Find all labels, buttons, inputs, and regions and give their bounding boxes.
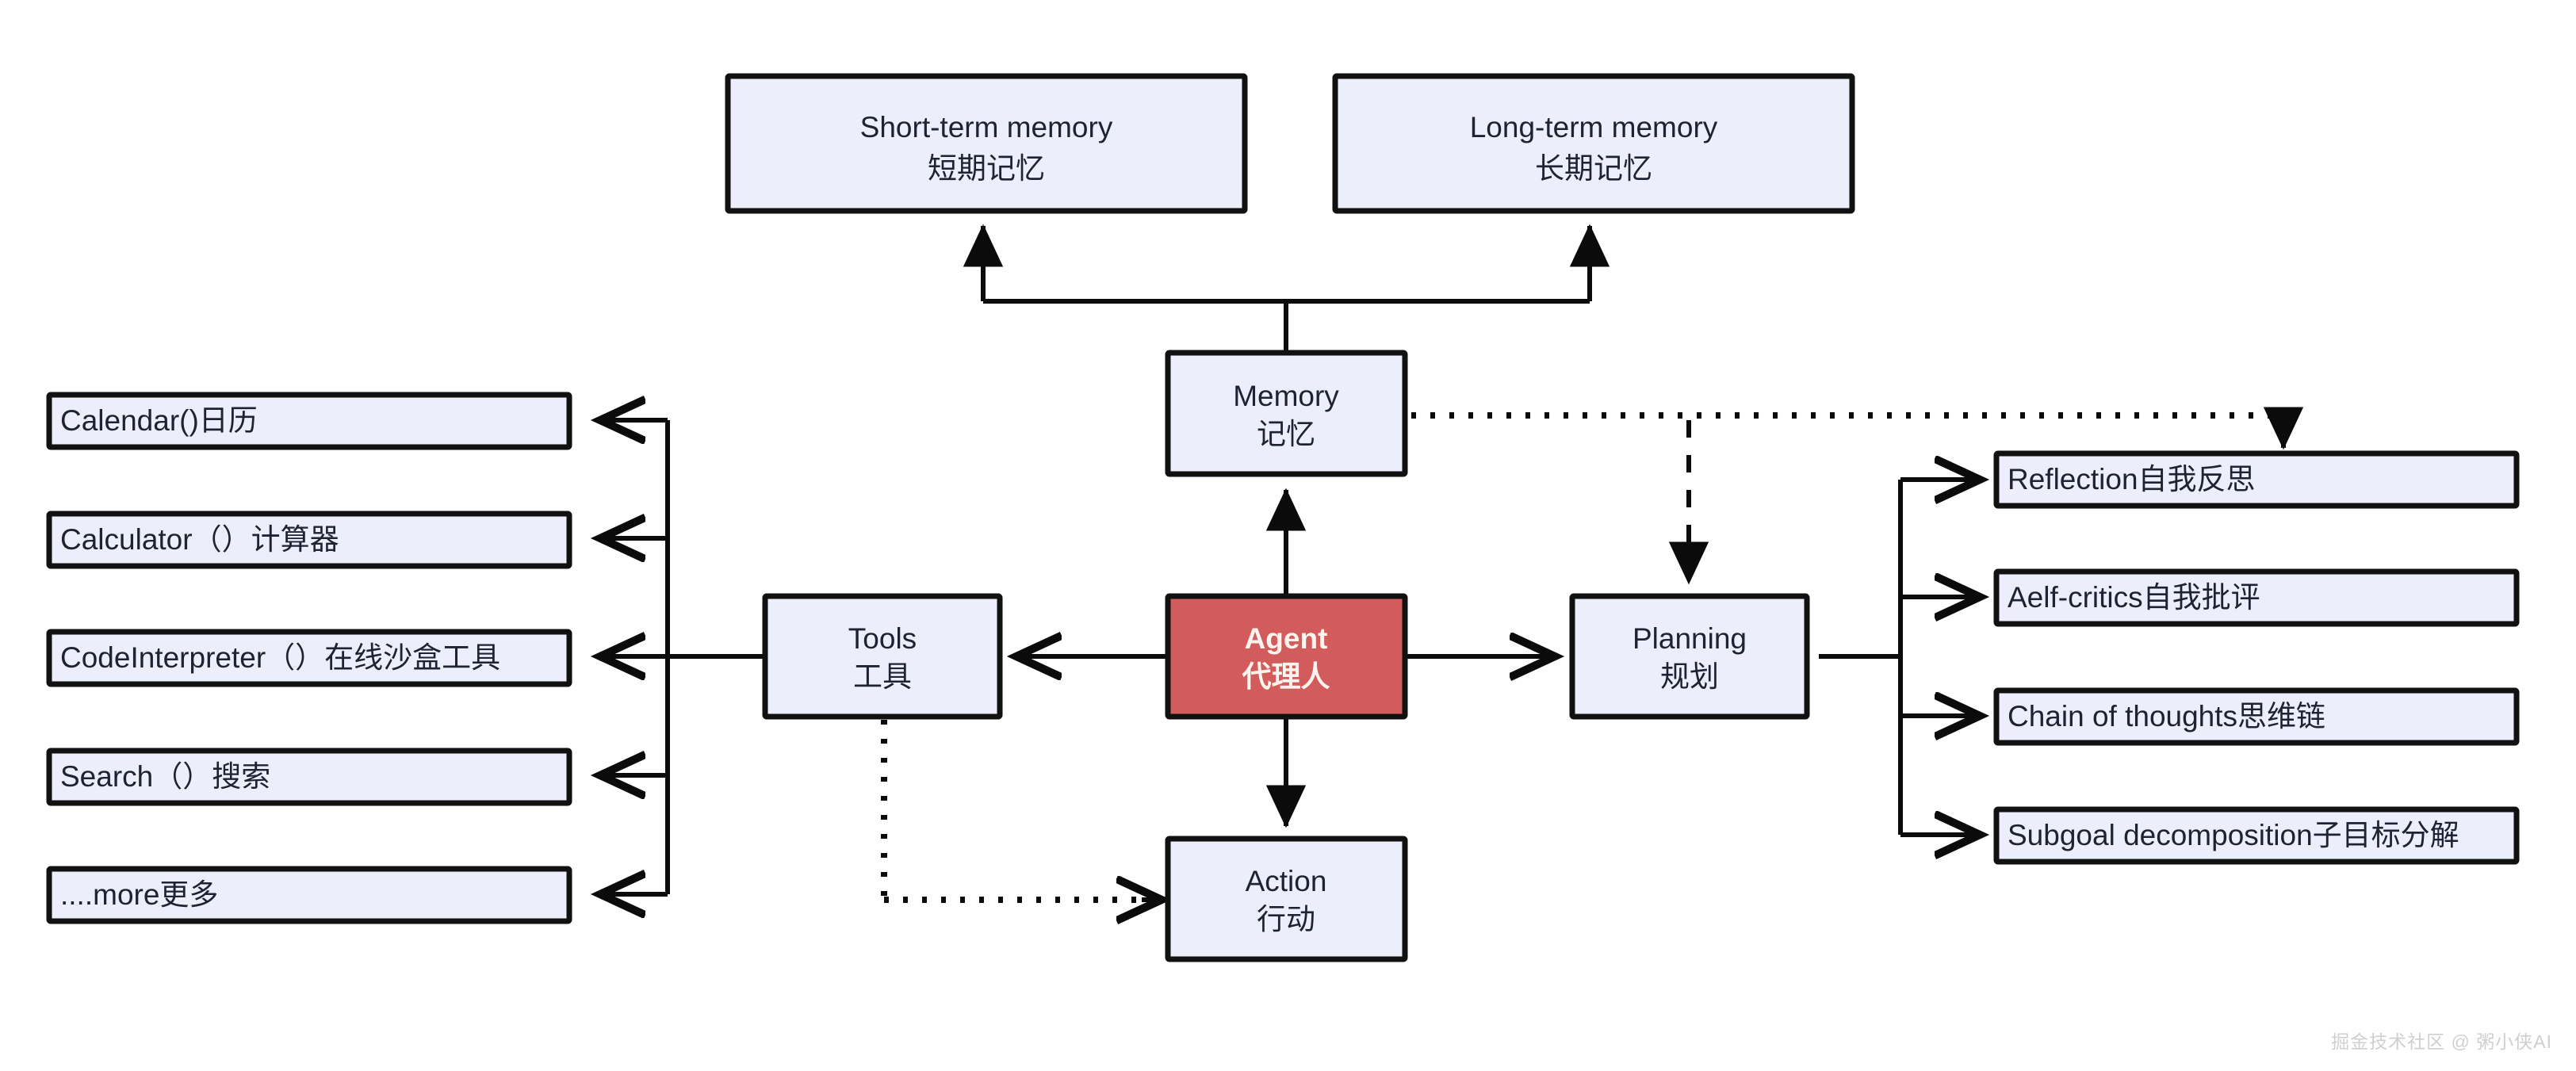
watermark-text: 掘金技术社区 @ 粥小侠AI (2331, 1031, 2552, 1052)
node-agent[interactable]: Agent 代理人 (1165, 593, 1408, 720)
planning-label-en: Planning (1632, 622, 1747, 655)
tool-item-label: Calculator（）计算器 (60, 523, 339, 556)
tool-item-label: ....more更多 (60, 878, 218, 911)
planning-item-chain-of-thoughts[interactable]: Chain of thoughts思维链 (1993, 687, 2520, 746)
action-label-en: Action (1246, 865, 1327, 897)
edge-memory-dotted-branch (1411, 407, 2304, 585)
tool-item-label: Calendar()日历 (60, 404, 258, 437)
node-tools[interactable]: Tools 工具 (762, 593, 1003, 720)
planning-item-reflection[interactable]: Reflection自我反思 (1993, 450, 2520, 509)
agent-label-zh: 代理人 (1242, 660, 1330, 693)
planning-item-label: Aelf-critics自我批评 (2008, 581, 2260, 614)
tool-item-more[interactable]: ....more更多 (46, 866, 572, 924)
edge-tools-to-tool-items (603, 420, 765, 894)
tool-item-label: CodeInterpreter（）在线沙盒工具 (60, 641, 500, 674)
planning-item-label: Reflection自我反思 (2008, 463, 2256, 495)
tools-label-en: Tools (848, 622, 917, 655)
tool-item-search[interactable]: Search（）搜索 (46, 748, 572, 806)
short-term-memory-label-en: Short-term memory (860, 111, 1113, 143)
short-term-memory-label-zh: 短期记忆 (928, 152, 1045, 185)
node-action[interactable]: Action 行动 (1165, 836, 1408, 962)
tool-item-codeinterpreter[interactable]: CodeInterpreter（）在线沙盒工具 (46, 629, 572, 687)
edge-tools-to-action-dotted (881, 720, 1159, 900)
tools-label-zh: 工具 (853, 660, 912, 693)
tool-item-calculator[interactable]: Calculator（）计算器 (46, 511, 572, 569)
planning-label-zh: 规划 (1660, 660, 1719, 693)
tool-item-label: Search（）搜索 (60, 760, 270, 793)
node-planning[interactable]: Planning 规划 (1569, 593, 1810, 720)
action-label-zh: 行动 (1257, 903, 1315, 935)
node-long-term-memory[interactable]: Long-term memory 长期记忆 (1332, 73, 1855, 214)
planning-item-label: Subgoal decomposition子目标分解 (2008, 819, 2459, 851)
long-term-memory-label-zh: 长期记忆 (1535, 152, 1652, 185)
tool-item-calendar[interactable]: Calendar()日历 (46, 392, 572, 450)
edge-planning-to-planning-items (1819, 480, 1977, 835)
memory-label-en: Memory (1233, 380, 1339, 412)
long-term-memory-label-en: Long-term memory (1470, 111, 1718, 143)
memory-label-zh: 记忆 (1257, 418, 1315, 450)
node-memory[interactable]: Memory 记忆 (1165, 350, 1408, 477)
agent-label-en: Agent (1245, 622, 1328, 655)
edge-memory-to-memory-types (963, 224, 1610, 354)
node-short-term-memory[interactable]: Short-term memory 短期记忆 (725, 73, 1248, 214)
planning-item-self-critics[interactable]: Aelf-critics自我批评 (1993, 568, 2520, 627)
planning-item-subgoal-decomposition[interactable]: Subgoal decomposition子目标分解 (1993, 806, 2520, 865)
planning-item-label: Chain of thoughts思维链 (2008, 700, 2325, 732)
